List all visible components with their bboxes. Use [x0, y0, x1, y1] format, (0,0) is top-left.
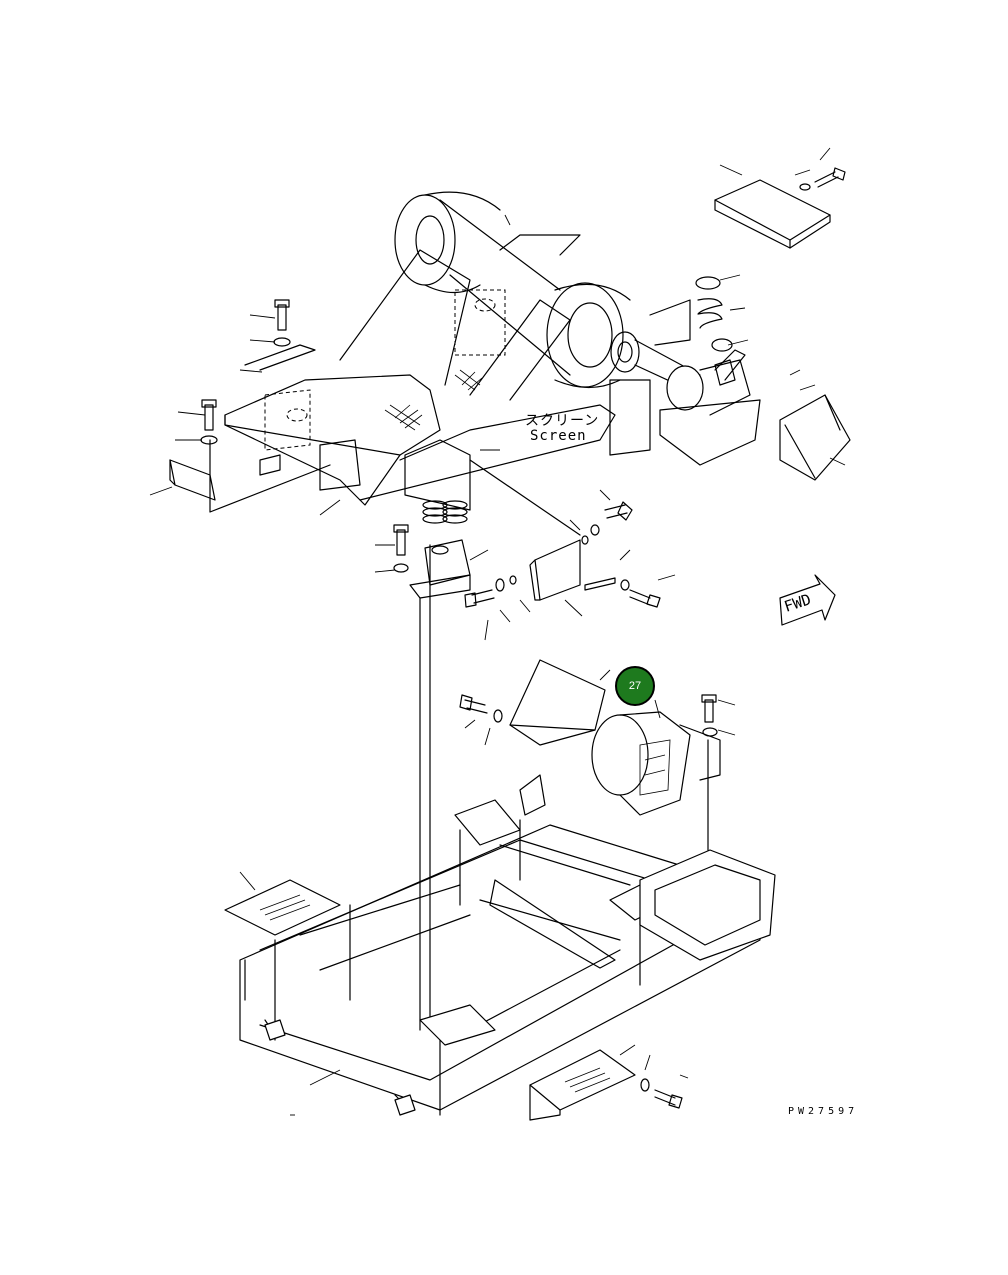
base-frame — [224, 774, 776, 1116]
step-plate — [529, 1049, 683, 1121]
spring-set — [695, 276, 736, 386]
middle-mount — [393, 459, 661, 1031]
screen-assembly — [224, 191, 761, 524]
top-right-plate — [714, 167, 846, 249]
motor-assembly — [459, 659, 721, 851]
screen-label-japanese: スクリーン — [525, 413, 600, 429]
left-hardware — [169, 299, 331, 513]
housing-left — [224, 374, 441, 456]
leader-lines — [149, 147, 846, 1116]
screen-label-english: Screen — [530, 428, 587, 444]
right-cover — [779, 394, 851, 481]
part-callout-badge[interactable]: 27 — [615, 666, 655, 706]
forward-arrow — [779, 574, 836, 626]
drawing-number: PW27597 — [788, 1106, 859, 1117]
